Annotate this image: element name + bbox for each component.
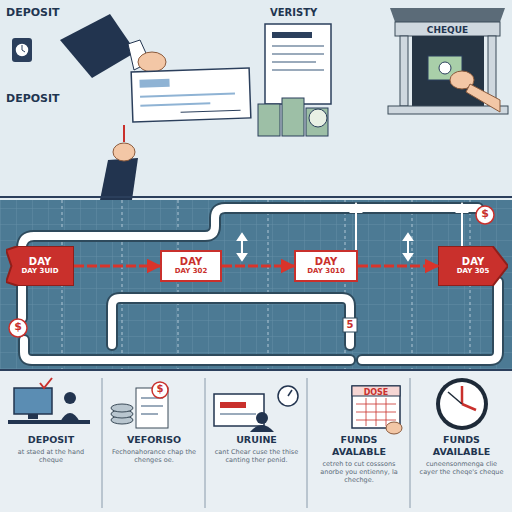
step-heading: FUNDS AVALABLE bbox=[314, 434, 404, 458]
step-description: Fechonahorance chap the chenges oe. bbox=[109, 448, 199, 464]
currency-symbol: $ bbox=[476, 207, 494, 221]
calendar-header: DOSE bbox=[352, 386, 400, 400]
day-label: DAY bbox=[29, 256, 51, 267]
step-description: cant Chear cuse the thise canting ther p… bbox=[212, 448, 301, 464]
step-heading: URUINE bbox=[236, 434, 277, 446]
step-panel: URUINE cant Chear cuse the thise canting … bbox=[206, 434, 307, 510]
day-sublabel: DAY 3UID bbox=[21, 267, 58, 276]
step-description: at staed at the hand cheque bbox=[6, 448, 96, 464]
monitor-icon bbox=[214, 386, 298, 432]
calendar-icon bbox=[352, 386, 402, 434]
step-panel: DEPOSIT at staed at the hand cheque bbox=[0, 434, 102, 510]
currency-symbol: $ bbox=[9, 320, 27, 334]
day-marker: DAYDAY 3010 bbox=[294, 250, 358, 282]
document-with-coins bbox=[258, 24, 331, 136]
day-sublabel: DAY 305 bbox=[457, 267, 490, 276]
step-description: cetreh to cut cosssons anorbe you entien… bbox=[314, 460, 404, 484]
building-sign: CHEQUE bbox=[395, 23, 500, 37]
day-label: DAY bbox=[315, 256, 337, 267]
timeline-connector bbox=[222, 265, 294, 268]
day-badge: DAYDAY 3UID bbox=[6, 246, 74, 286]
hand-with-cheque bbox=[12, 14, 251, 200]
step-heading: FUNDS AVAILABLE bbox=[417, 434, 506, 458]
section-label: DEPOSIT bbox=[6, 6, 60, 19]
step-panel: FUNDS AVALABLEcetreh to cut cosssons ano… bbox=[308, 434, 410, 510]
step-panel: FUNDS AVAILABLE cuneensonmenga clie cayer… bbox=[411, 434, 512, 510]
day-sublabel: DAY 3010 bbox=[307, 267, 345, 276]
timeline-connector bbox=[358, 265, 438, 268]
day-arrow: DAYDAY 305 bbox=[438, 246, 508, 286]
section-label: VERISTY bbox=[270, 6, 317, 19]
day-label: DAY bbox=[180, 256, 202, 267]
currency-symbol: $ bbox=[151, 382, 169, 396]
step-description: cuneensonmenga clie cayer the cheqe's ch… bbox=[417, 460, 506, 476]
pipe bbox=[22, 208, 498, 360]
desk-icon bbox=[8, 378, 90, 424]
clock-icon bbox=[436, 378, 488, 430]
section-label: DEPOSIT bbox=[6, 92, 60, 105]
step-panel: VEFORISO Fechonahorance chap the chenges … bbox=[103, 434, 205, 510]
step-heading: VEFORISO bbox=[127, 434, 181, 446]
bank-building bbox=[388, 8, 508, 114]
step-heading: DEPOSIT bbox=[28, 434, 74, 446]
timeline-connector bbox=[74, 265, 160, 268]
day-label: DAY bbox=[462, 256, 484, 267]
coins-icon bbox=[111, 382, 168, 428]
day-marker: DAYDAY 302 bbox=[160, 250, 222, 282]
callout-number: 5 bbox=[343, 318, 357, 332]
day-sublabel: DAY 302 bbox=[175, 267, 208, 276]
